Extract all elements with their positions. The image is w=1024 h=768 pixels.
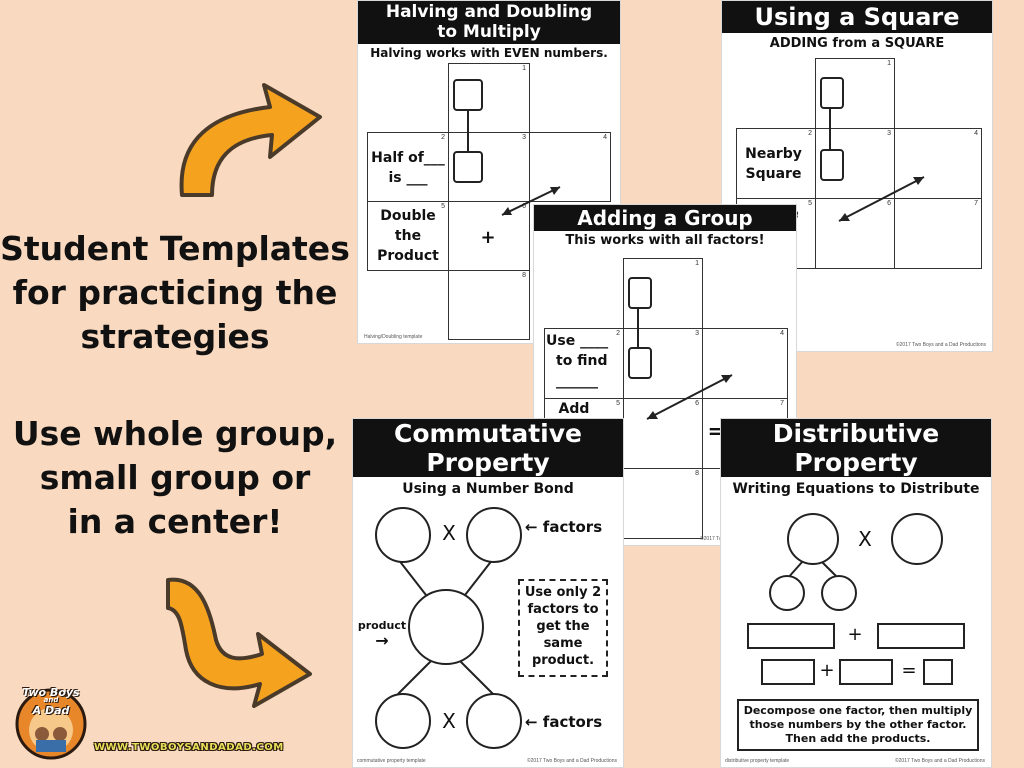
brand-logo: Two Boys and A Dad: [10, 680, 92, 762]
distributive-property-template: Distributive Property Writing Equations …: [720, 418, 992, 768]
factor-circle-top-right: [466, 507, 522, 563]
halving-footer: Halving/Doubling template: [364, 334, 423, 340]
curved-arrow-up-icon: [179, 83, 322, 197]
halving-title: Halving and Doubling to Multiply: [358, 1, 620, 44]
subline-text: Use whole group, small group or in a cen…: [0, 412, 350, 544]
bond-line: [829, 107, 831, 149]
grid-cell-7: 7: [894, 198, 982, 269]
distributive-footer-right: ©2017 Two Boys and a Dad Productions: [894, 758, 985, 764]
equation-box-1: [747, 623, 835, 649]
distributive-title-line-1: Distributive: [772, 419, 940, 448]
note-text: Use only 2 factors to get the same produ…: [524, 585, 602, 668]
product-box-2: [839, 659, 893, 685]
commutative-footer-right: ©2017 Two Boys and a Dad Productions: [526, 758, 617, 764]
curved-arrow-down-icon: [166, 577, 312, 708]
website-link[interactable]: WWW.TWOBOYSANDADAD.COM: [94, 742, 284, 753]
commutative-subtitle: Using a Number Bond: [402, 481, 574, 497]
use-to-find-label: Use ____ to find ______: [546, 333, 609, 389]
diagonal-arrow-icon: [838, 176, 925, 222]
distributive-footer-left: distributive property template: [725, 758, 790, 764]
grid-cell-6: 6: [448, 201, 530, 271]
halving-subtitle: Halving works with EVEN numbers.: [370, 46, 608, 60]
subline-line-2: small group or: [39, 458, 311, 497]
diagonal-arrow-icon: [646, 374, 733, 420]
answer-box-top: [820, 77, 844, 109]
answer-box-top: [628, 277, 652, 309]
double-product-label: Double the Product: [377, 208, 439, 264]
part-circle-right: [821, 575, 857, 611]
grid-cell-3: 3: [448, 132, 530, 202]
grid-cell-4: 4: [529, 132, 611, 202]
distributive-title-line-2: Property: [794, 448, 918, 477]
part-circle-left: [769, 575, 805, 611]
bond-line: [467, 109, 469, 151]
square-subtitle: ADDING from a SQUARE: [769, 36, 945, 51]
headline-line-2: for practicing the: [12, 273, 338, 312]
multiply-symbol-top: X: [442, 521, 456, 545]
answer-box-middle: [628, 347, 652, 379]
grid-cell-8: 8: [448, 270, 530, 340]
factor-circle-bottom-right: [466, 693, 522, 749]
headline-line-3: strategies: [80, 317, 270, 356]
add-label: Add: [558, 401, 590, 417]
subline-line-3: in a center!: [67, 502, 283, 541]
grid-cell-4: 4: [894, 128, 982, 199]
answer-box-middle: [820, 149, 844, 181]
answer-box-middle: [453, 151, 483, 183]
group-subtitle: This works with all factors!: [565, 233, 765, 248]
commutative-footer-left: commutative property template: [357, 758, 426, 764]
commutative-title-line-1: Commutative: [393, 419, 582, 448]
half-of-label: Half of___ is ___: [371, 150, 445, 186]
grid-cell-2: 2: [367, 132, 449, 202]
factor-circle-bottom-left: [375, 693, 431, 749]
commutative-property-template: Commutative Property Using a Number Bond…: [352, 418, 624, 768]
note-box: [518, 579, 608, 677]
grid-cell-6: 6: [815, 198, 895, 269]
logo-badge-icon: [15, 688, 87, 760]
square-title: Using a Square: [722, 1, 992, 33]
plus-sign-1: +: [847, 624, 863, 645]
equals-sign: =: [901, 660, 917, 681]
distributive-title: Distributive Property: [721, 419, 991, 477]
factor-circle-right: [891, 513, 943, 565]
multiply-symbol-bottom: X: [442, 709, 456, 733]
nearby-square-label: Nearby Square: [745, 146, 802, 182]
commutative-title: Commutative Property: [353, 419, 623, 477]
logo-name-top: Two Boys: [22, 686, 80, 699]
factor-circle-left: [787, 513, 839, 565]
bond-line: [637, 307, 639, 349]
subline-line-1: Use whole group,: [12, 414, 338, 453]
product-arrow-icon: →: [375, 631, 389, 650]
commutative-title-line-2: Property: [426, 448, 550, 477]
product-label: product: [357, 619, 407, 632]
instruction-text: Decompose one factor, then multiply thos…: [743, 704, 973, 745]
sum-box: [923, 659, 953, 685]
factors-label-top: ← factors: [525, 518, 603, 536]
equation-box-2: [877, 623, 965, 649]
plus-sign-2: +: [819, 660, 835, 681]
halving-doubling-template: Halving and Doubling to Multiply Halving…: [357, 0, 621, 344]
logo-name-bottom: A Dad: [32, 704, 70, 717]
grid-cell-8: 8: [623, 468, 703, 539]
distributive-subtitle: Writing Equations to Distribute: [732, 481, 980, 497]
grid-cell-5: 5: [367, 201, 449, 271]
diagonal-arrow-icon: [501, 186, 561, 216]
plus-sign: +: [480, 227, 496, 248]
instruction-box: [737, 699, 979, 751]
answer-box-top: [453, 79, 483, 111]
factors-label-bottom: ← factors: [525, 713, 603, 731]
headline-line-1: Student Templates: [0, 229, 350, 268]
group-title: Adding a Group: [534, 205, 796, 231]
halving-title-line-1: Halving and Doubling: [385, 2, 593, 22]
factor-circle-top-left: [375, 507, 431, 563]
logo-name-mid: and: [43, 696, 59, 704]
headline-text: Student Templates for practicing the str…: [0, 227, 350, 359]
product-box-1: [761, 659, 815, 685]
multiply-symbol: X: [858, 527, 872, 551]
product-circle: [408, 589, 484, 665]
halving-title-line-2: to Multiply: [437, 22, 541, 42]
square-footer: ©2017 Two Boys and a Dad Productions: [895, 342, 986, 348]
